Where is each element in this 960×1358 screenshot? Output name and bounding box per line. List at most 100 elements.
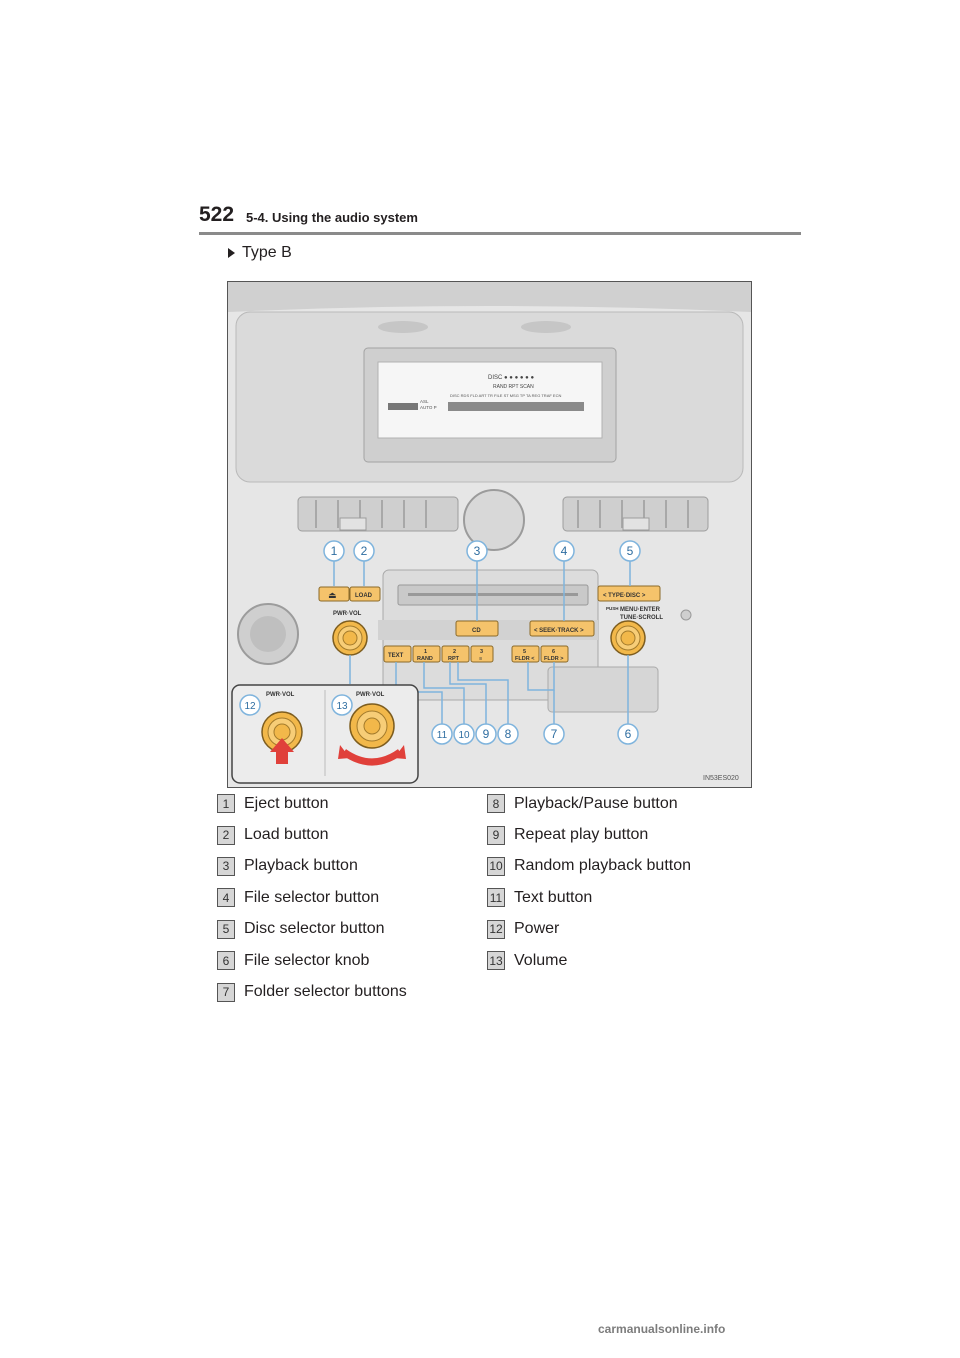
callout-7: 7 <box>551 727 558 741</box>
legend-label: Text button <box>514 888 593 906</box>
legend-number: 3 <box>217 856 235 876</box>
analog-clock <box>463 489 525 551</box>
push-label: PUSH <box>606 606 619 611</box>
preset-5-sub: FLDR < <box>515 656 534 662</box>
legend-label: Repeat play button <box>514 826 649 844</box>
callout-8: 8 <box>505 727 512 741</box>
legend-number: 10 <box>487 856 505 876</box>
audio-panel-illustration: DISC ● ● ● ● ● ● RAND RPT SCAN DISC RDS … <box>227 281 752 788</box>
type-disc-button-label: < TYPE·DISC > <box>603 593 646 599</box>
legend-item: 4 File selector button <box>217 882 477 913</box>
seek-track-button-label: < SEEK·TRACK > <box>534 628 584 634</box>
legend-number: 13 <box>487 951 505 971</box>
display-auto-p: AUTO P <box>420 405 437 410</box>
watermark[interactable]: carmanualsonline.info <box>598 1322 726 1336</box>
tune-scroll-label: TUNE·SCROLL <box>620 615 663 621</box>
section-title: 5-4. Using the audio system <box>246 210 418 225</box>
legend-item: 10 Random playback button <box>487 851 747 882</box>
air-vent-left <box>297 496 459 532</box>
pwr-vol-label-main: PWR·VOL <box>333 611 362 617</box>
header-rule <box>199 232 801 235</box>
legend-number: 12 <box>487 919 505 939</box>
cd-button-label: CD <box>472 628 481 634</box>
callout-10: 10 <box>458 730 470 741</box>
preset-2-sub: RPT <box>448 656 460 662</box>
callout-5: 5 <box>627 544 634 558</box>
display-segments-right <box>448 402 584 411</box>
load-button[interactable] <box>349 586 381 602</box>
triangle-bullet-icon <box>228 248 235 258</box>
legend-label: Volume <box>514 951 568 969</box>
legend-number: 6 <box>217 951 235 971</box>
display-line-2: RAND RPT SCAN <box>493 384 534 390</box>
legend-label: File selector knob <box>244 951 370 969</box>
type-label-text: Type B <box>242 244 292 261</box>
preset-6-sub: FLDR > <box>544 656 563 662</box>
preset-button-5[interactable] <box>511 645 540 663</box>
preset-1-sub: RAND <box>417 656 433 662</box>
inset-pwr-vol-label-right: PWR·VOL <box>356 692 385 698</box>
callout-4: 4 <box>561 544 568 558</box>
page-number: 522 <box>199 203 235 226</box>
preset-3-number: 3 <box>480 649 483 655</box>
legend-number: 2 <box>217 825 235 845</box>
legend-item: 9 Repeat play button <box>487 819 747 850</box>
legend-number: 1 <box>217 794 235 814</box>
legend-label: Random playback button <box>514 857 691 875</box>
callout-1: 1 <box>331 544 338 558</box>
type-disc-button[interactable] <box>597 585 661 602</box>
text-button[interactable] <box>383 645 412 663</box>
callout-13: 13 <box>336 701 348 712</box>
preset-button-1[interactable] <box>412 645 441 663</box>
rotate-arrow-icon <box>341 749 403 766</box>
preset-6-number: 6 <box>552 649 555 655</box>
callout-6: 6 <box>625 727 632 741</box>
legend-label: File selector button <box>244 888 380 906</box>
legend-item: 5 Disc selector button <box>217 914 477 945</box>
preset-button-2[interactable] <box>441 645 470 663</box>
eject-icon: ⏏ <box>328 591 337 601</box>
load-button-label: LOAD <box>355 593 373 599</box>
legend-label: Power <box>514 920 560 938</box>
display-line-1: DISC ● ● ● ● ● ● <box>488 375 534 381</box>
legend-number: 9 <box>487 825 505 845</box>
legend-label: Playback/Pause button <box>514 794 678 812</box>
display-screen <box>377 361 603 439</box>
preset-2-number: 2 <box>453 649 456 655</box>
push-arrow-icon <box>270 738 294 764</box>
menu-enter-label: MENU·ENTER <box>620 607 661 613</box>
preset-button-3[interactable] <box>470 645 494 663</box>
legend-item: 13 Volume <box>487 945 747 976</box>
legend-item: 2 Load button <box>217 819 477 850</box>
speaker-grille-right <box>521 321 571 333</box>
speaker-grille-left <box>378 321 428 333</box>
preset-3-sub: ≡ <box>479 656 482 662</box>
preset-5-number: 5 <box>523 649 526 655</box>
legend-label: Load button <box>244 826 329 844</box>
preset-1-number: 1 <box>424 649 427 655</box>
seek-track-button[interactable] <box>529 620 595 637</box>
callout-3: 3 <box>474 544 481 558</box>
legend-item: 3 Playback button <box>217 851 477 882</box>
legend-label: Disc selector button <box>244 920 385 938</box>
legend-label: Playback button <box>244 857 358 875</box>
callout-9: 9 <box>483 727 490 741</box>
legend-item: 1 Eject button <box>217 788 477 819</box>
legend-number: 4 <box>217 888 235 908</box>
legend-item: 12 Power <box>487 914 747 945</box>
text-button-label: TEXT <box>388 653 404 659</box>
type-label: Type B <box>228 244 292 262</box>
legend-number: 5 <box>217 919 235 939</box>
legend-left-column: 1 Eject button 2 Load button 3 Playback but… <box>217 788 477 1008</box>
display-line-3: DISC RDS FLD ART TR FILE ST MSG TP TA RE… <box>450 393 561 398</box>
legend-label: Eject button <box>244 794 329 812</box>
eject-button[interactable] <box>318 586 350 602</box>
display-segments-left <box>388 403 418 410</box>
callout-2: 2 <box>361 544 368 558</box>
display-asl: ASL <box>420 399 429 404</box>
callout-12: 12 <box>244 701 256 712</box>
